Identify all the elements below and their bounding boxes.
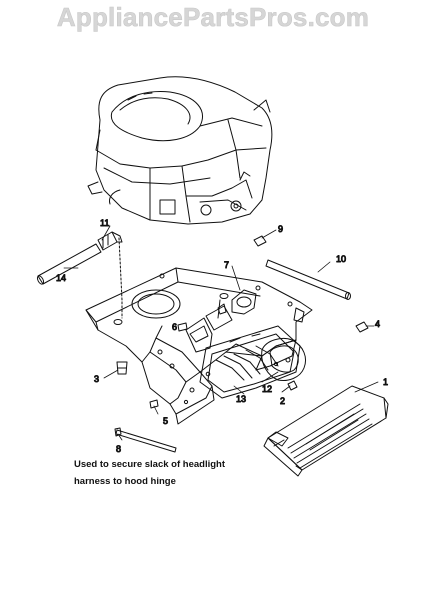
callout-13: 13	[236, 394, 246, 404]
part-9-bolt	[253, 235, 267, 247]
engine-assembly	[87, 76, 273, 225]
part-10-rod	[265, 259, 351, 300]
callout-3: 3	[94, 374, 99, 384]
callout-4: 4	[375, 319, 380, 329]
site-watermark: AppliancePartsPros.com	[56, 2, 370, 33]
part-7-bracket	[231, 289, 257, 315]
callout-12: 12	[262, 384, 272, 394]
part-13-muffler	[199, 325, 301, 399]
part-4-bolt	[355, 321, 369, 333]
guide-line	[118, 237, 123, 319]
part-5-bolt	[149, 399, 159, 409]
callout-1: 1	[383, 377, 388, 387]
part-1-cover	[263, 385, 389, 477]
leader-lines	[63, 225, 379, 441]
callout-5: 5	[163, 416, 168, 426]
frame-chassis	[85, 267, 313, 425]
callout-8: 8	[116, 444, 121, 454]
callout-9: 9	[278, 224, 283, 234]
callout-14: 14	[56, 273, 66, 283]
part-2-bolt	[287, 380, 298, 391]
part-3-bolt	[116, 361, 128, 375]
note-line-2: harness to hood hinge	[74, 476, 176, 487]
part-12-heat-shield	[261, 337, 306, 381]
part-8-cable-tie	[114, 427, 177, 453]
callout-6: 6	[172, 322, 177, 332]
callout-10: 10	[336, 254, 346, 264]
callout-7: 7	[224, 260, 229, 270]
callout-2: 2	[280, 396, 285, 406]
part-14-pipe	[36, 243, 102, 285]
part-11-fitting	[97, 231, 123, 251]
note-line-1: Used to secure slack of headlight	[74, 459, 225, 470]
engine-mount-brackets	[185, 299, 233, 353]
callout-11: 11	[100, 218, 109, 228]
